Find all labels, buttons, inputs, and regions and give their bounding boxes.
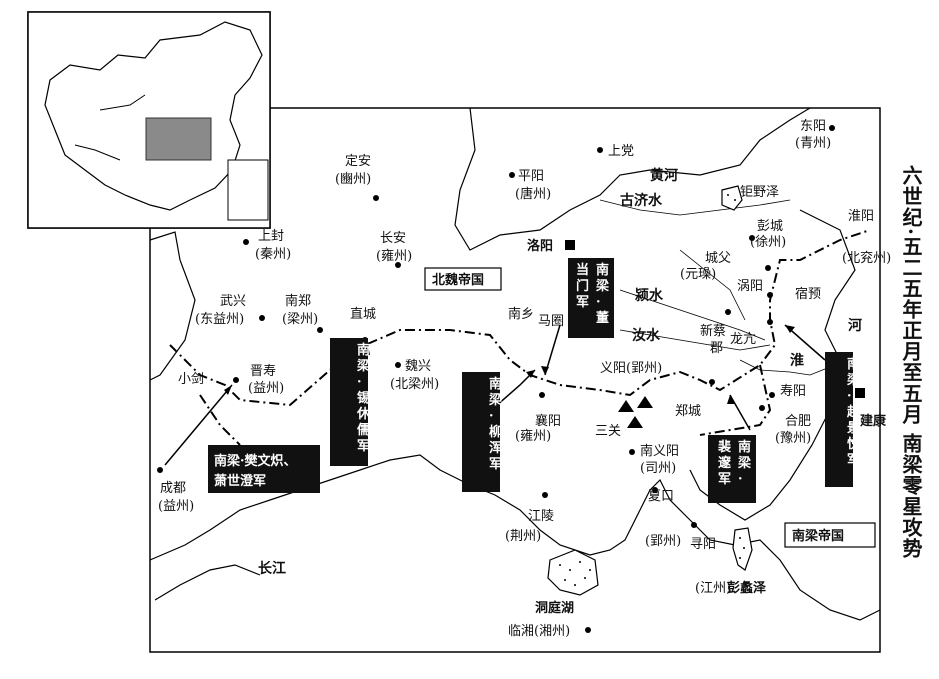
svg-text:(秦州): (秦州) bbox=[255, 247, 291, 262]
front-line bbox=[169, 229, 871, 446]
label-xincai: 新蔡 bbox=[700, 323, 726, 339]
label-zhicheng: 直城 bbox=[350, 307, 376, 322]
water-labels: 黄河 古济水 钜野泽 颍水 汝水 淮 河 长江 洞庭湖 彭蠡泽 bbox=[258, 167, 862, 616]
commander-boxes: 南梁·董当门军 南梁·樊文炽、 萧世澄军 南梁·锡休儒军 南梁·柳浑军 南梁·裴… bbox=[208, 258, 861, 503]
label-jiangling: 江陵 bbox=[528, 509, 554, 524]
label-xunyang: 寻阳 bbox=[690, 537, 716, 552]
label-sanguan: 三关 bbox=[595, 424, 621, 439]
svg-text:(徐州): (徐州) bbox=[750, 235, 786, 250]
place-labels: 东阳 (青州) 定安 (豳州) 平阳 (唐州) 上党 上封 (秦州) 长安 (雍… bbox=[158, 119, 891, 639]
map-title: 六世纪·五二五年正月至五月 南梁零星攻势 bbox=[899, 165, 923, 559]
label-changjiang: 长江 bbox=[258, 560, 286, 577]
juye-marsh bbox=[721, 185, 743, 211]
place-dots bbox=[157, 125, 835, 633]
label-linxiang: 临湘(湘州) bbox=[508, 624, 570, 639]
label-majuan: 马圈 bbox=[538, 314, 564, 329]
jiankang-capital-marker bbox=[855, 388, 865, 398]
label-jinshou: 晋寿 bbox=[250, 364, 276, 379]
cmd-zhao: 南梁·赵景悦军 bbox=[846, 356, 861, 468]
label-north-wei: 北魏帝国 bbox=[432, 272, 484, 288]
label-guji: 古济水 bbox=[620, 192, 663, 209]
label-south-liang: 南梁帝国 bbox=[792, 528, 844, 544]
cmd-xi: 南梁·锡休儒军 bbox=[356, 342, 371, 454]
label-hefei: 合肥 bbox=[785, 414, 811, 429]
label-nanzheng: 南郑 bbox=[285, 293, 311, 309]
label-longkang: 龙亢 bbox=[730, 331, 756, 347]
dongting-lake bbox=[547, 549, 599, 596]
svg-text:(益州): (益州) bbox=[248, 381, 284, 396]
label-dongting: 洞庭湖 bbox=[535, 600, 574, 616]
label-luoyang: 洛阳 bbox=[527, 238, 553, 254]
svg-text:萧世澄军: 萧世澄军 bbox=[214, 473, 266, 489]
svg-text:(雍州): (雍州) bbox=[515, 428, 551, 444]
label-yiyang: 义阳(郢州) bbox=[600, 361, 662, 376]
label-he: 河 bbox=[848, 317, 862, 334]
svg-text:(梁州): (梁州) bbox=[282, 312, 318, 327]
cmd-liu: 南梁·柳浑军 bbox=[488, 376, 503, 472]
svg-text:(唐州): (唐州) bbox=[515, 186, 551, 202]
label-suyu: 宿预 bbox=[795, 286, 821, 302]
pengli-lake bbox=[732, 527, 753, 571]
cmd-dong: 南梁·董当门军 bbox=[576, 262, 610, 326]
label-dingan: 定安 bbox=[345, 154, 371, 169]
label-jiankang: 建康 bbox=[860, 413, 887, 429]
label-xiakou: 夏口 bbox=[648, 489, 674, 504]
svg-text:(青州): (青州) bbox=[795, 136, 831, 151]
cmd-pei: 南梁·裴邃军 bbox=[717, 439, 752, 487]
label-nanyiyang: 南义阳 bbox=[640, 443, 679, 459]
label-ying: 颍水 bbox=[635, 287, 664, 304]
svg-text:(豳州): (豳州) bbox=[335, 172, 371, 187]
label-xiangyang: 襄阳 bbox=[535, 413, 561, 429]
label-shouyang: 寿阳 bbox=[780, 384, 806, 399]
label-wuxing: 武兴 bbox=[220, 294, 246, 309]
label-xiaojian: 小剑 bbox=[178, 371, 204, 387]
label-dongyang: 东阳 bbox=[800, 119, 826, 134]
svg-text:郡: 郡 bbox=[710, 341, 723, 356]
label-chengdu: 成都 bbox=[160, 481, 186, 496]
svg-text:(北梁州): (北梁州) bbox=[390, 377, 439, 392]
label-huaiyang: 淮阳 bbox=[848, 209, 874, 224]
svg-text:(益州): (益州) bbox=[158, 499, 194, 514]
label-shangdang: 上党 bbox=[608, 144, 634, 159]
svg-text:(元璪): (元璪) bbox=[680, 267, 716, 282]
svg-text:(北兖州): (北兖州) bbox=[842, 251, 891, 266]
label-shangfeng: 上封 bbox=[258, 229, 284, 244]
label-pengli: 彭蠡泽 bbox=[727, 580, 767, 596]
svg-text:(东益州): (东益州) bbox=[195, 312, 244, 327]
label-pengcheng: 彭城 bbox=[757, 219, 783, 234]
label-pingyang: 平阳 bbox=[518, 169, 544, 184]
label-juye: 钜野泽 bbox=[740, 185, 779, 200]
label-weixing: 魏兴 bbox=[405, 359, 431, 374]
luoyang-capital-marker bbox=[565, 240, 575, 250]
svg-text:(郢州): (郢州) bbox=[645, 534, 681, 549]
svg-text:(雍州): (雍州) bbox=[376, 248, 412, 264]
label-nanxiang: 南乡 bbox=[508, 306, 534, 322]
label-guoyang: 涡阳 bbox=[737, 279, 763, 294]
svg-text:(豫州): (豫州) bbox=[775, 431, 811, 446]
svg-text:(荆州): (荆州) bbox=[505, 528, 541, 544]
svg-text:(江州): (江州) bbox=[695, 581, 731, 596]
label-huanghe: 黄河 bbox=[650, 167, 678, 184]
label-chengfu: 城父 bbox=[705, 251, 731, 266]
svg-text:(司州): (司州) bbox=[640, 461, 676, 476]
label-huai: 淮 bbox=[790, 352, 804, 369]
label-changan: 长安 bbox=[380, 231, 406, 246]
cmd-fan-line1: 南梁·樊文炽、 bbox=[214, 453, 297, 469]
label-zhengcheng: 郑城 bbox=[675, 404, 701, 419]
label-ru: 汝水 bbox=[632, 327, 661, 344]
battle-markers bbox=[618, 396, 653, 428]
